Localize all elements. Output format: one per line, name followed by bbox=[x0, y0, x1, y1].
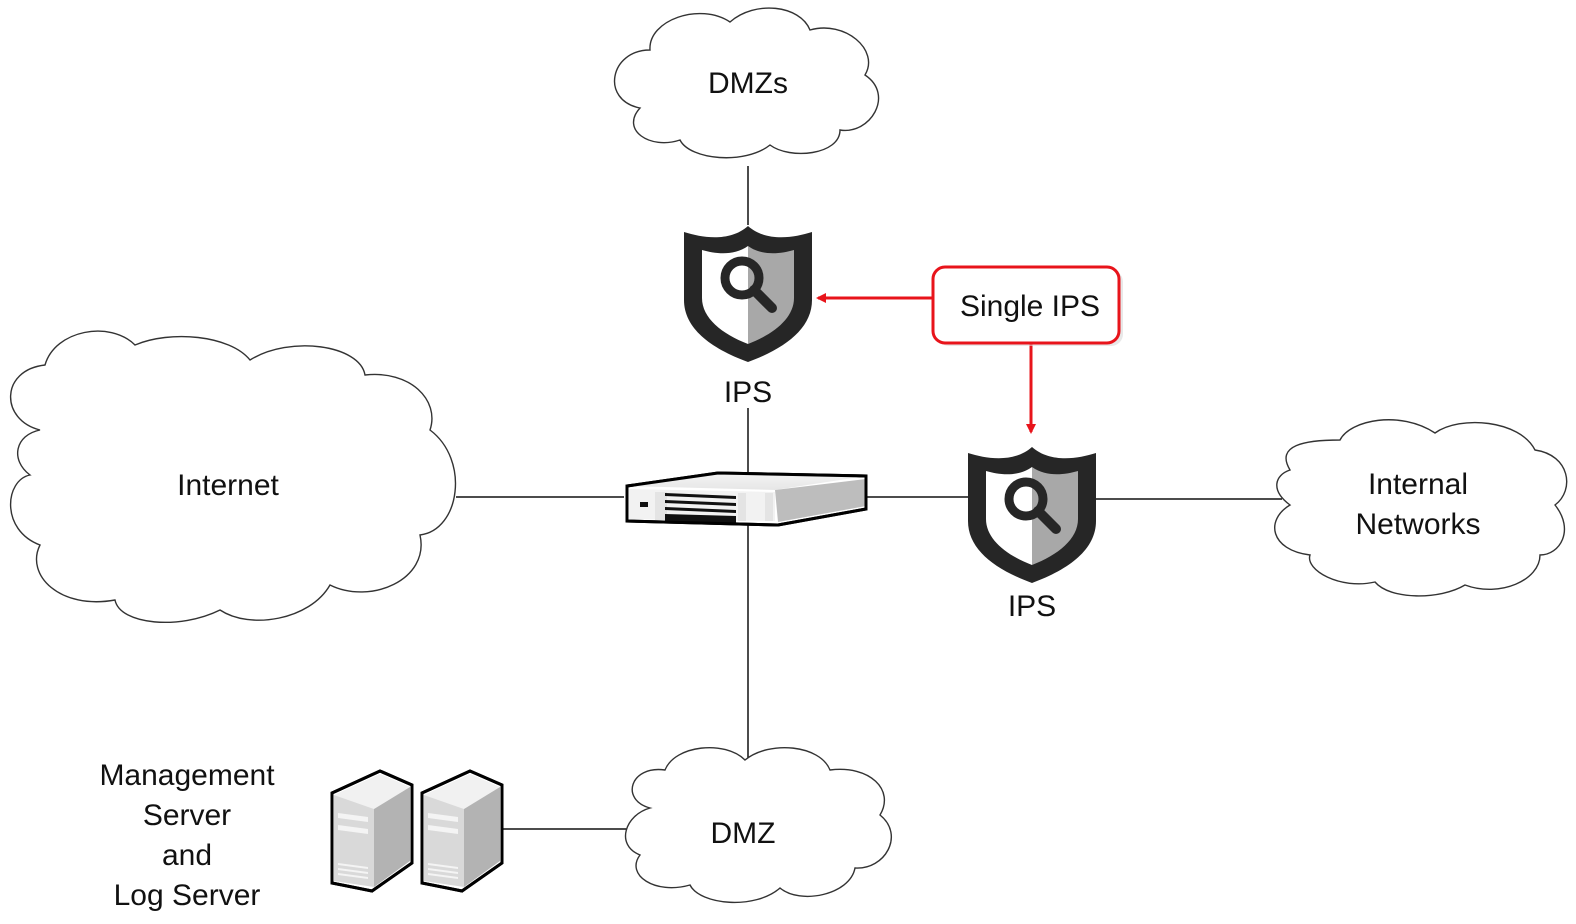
callout-label: Single IPS bbox=[960, 290, 1100, 323]
cloud-dmz: DMZ bbox=[624, 747, 892, 904]
cloud-label-internet: Internet bbox=[177, 469, 279, 502]
management-log-servers[interactable] bbox=[330, 769, 504, 893]
cloud-label-internal-line1: Internal bbox=[1368, 468, 1468, 501]
status-led-icon bbox=[640, 502, 648, 507]
cloud-dmzs: DMZs bbox=[613, 7, 880, 159]
servers-label-line3: and bbox=[162, 839, 212, 872]
servers-label-line1: Management bbox=[99, 759, 275, 792]
servers-label-line2: Server bbox=[143, 799, 231, 832]
cloud-label-dmzs: DMZs bbox=[708, 67, 788, 100]
ips-top-label: IPS bbox=[724, 376, 772, 409]
shield-icon bbox=[968, 447, 1096, 583]
server-icon bbox=[420, 769, 504, 893]
cloud-label-dmz: DMZ bbox=[711, 817, 776, 850]
cloud-internal-networks: Internal Networks bbox=[1274, 419, 1568, 597]
cloud-internet: Internet bbox=[9, 330, 457, 624]
servers-label-line4: Log Server bbox=[114, 879, 261, 912]
ips-right[interactable]: IPS bbox=[968, 447, 1096, 623]
ips-right-label: IPS bbox=[1008, 590, 1056, 623]
shield-icon bbox=[684, 226, 812, 362]
gateway-appliance[interactable] bbox=[625, 471, 868, 527]
ips-top[interactable]: IPS bbox=[684, 226, 812, 409]
callout-box bbox=[931, 265, 1121, 345]
single-ips-callout[interactable]: Single IPS bbox=[816, 265, 1123, 434]
bezel-strip bbox=[655, 492, 667, 520]
server-icon bbox=[330, 769, 414, 893]
cloud-label-internal-line2: Networks bbox=[1355, 508, 1480, 541]
